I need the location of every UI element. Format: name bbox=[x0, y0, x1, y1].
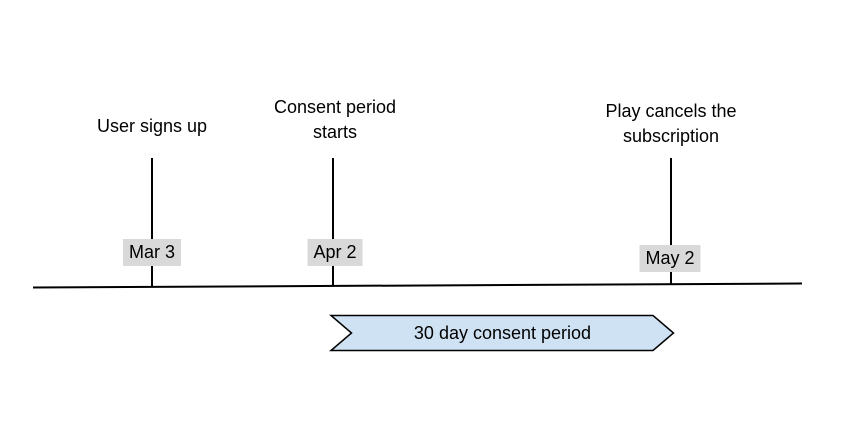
event-label-consent-start: Consent period starts bbox=[273, 97, 397, 142]
date-chip-may2: May 2 bbox=[639, 245, 701, 272]
event-label-signup: User signs up bbox=[96, 116, 208, 136]
event-label-cancel: Play cancels the subscription bbox=[605, 101, 737, 146]
consent-period-banner-shape bbox=[328, 314, 675, 352]
date-chip-mar3: Mar 3 bbox=[122, 239, 182, 266]
date-chip-apr2: Apr 2 bbox=[307, 239, 363, 266]
timeline-axis-line bbox=[32, 282, 803, 289]
consent-period-banner-label: 30 day consent period bbox=[413, 322, 592, 343]
